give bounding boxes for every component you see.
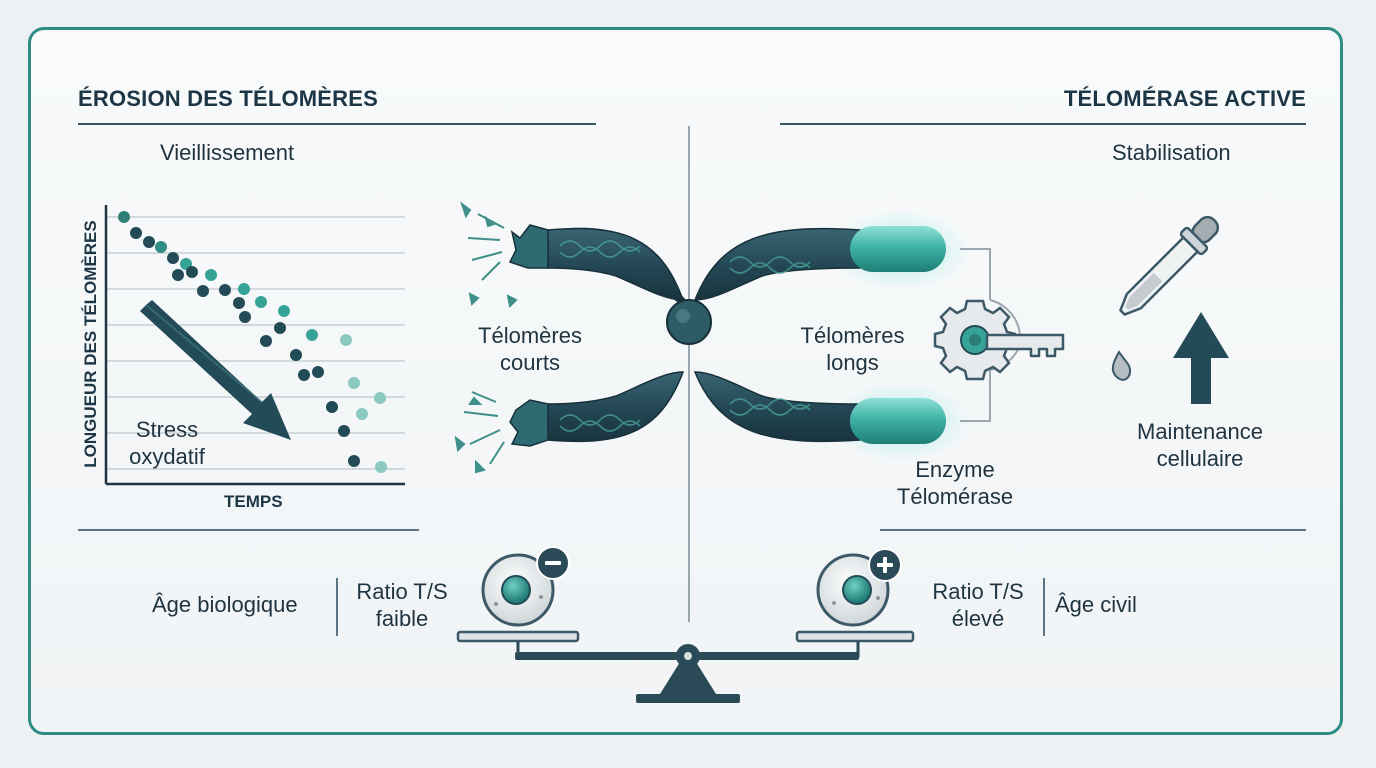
centromere [666,299,712,345]
dropper-icon [1111,215,1220,381]
low-ratio-label: Ratio T/S faible [356,579,448,631]
long-telomeres-label: Télomères longs [800,323,905,375]
up-arrow-icon [1173,312,1229,404]
decline-chart [104,205,405,486]
cell-minus-icon [481,546,570,627]
long-telomere-cap-top [850,226,946,272]
frayed-ends [454,201,549,474]
high-ratio-label: Ratio T/S élevé [932,579,1024,631]
y-axis-label: LONGUEUR DES TÉLOMÈRES [81,220,100,468]
left-lower-rule [78,529,419,531]
right-subheading: Stabilisation [1112,140,1231,165]
left-heading: ÉROSION DES TÉLOMÈRES [78,86,379,111]
left-heading-rule [78,123,596,125]
center-divider [688,126,690,622]
civil-age-label: Âge civil [1055,592,1137,617]
right-heading: TÉLOMÉRASE ACTIVE [1063,86,1306,111]
right-lower-rule [880,529,1306,531]
balance-scale-icon [456,630,915,703]
chart-points [118,211,387,473]
enzyme-label: Enzyme Télomérase [896,457,1014,509]
chromosome [454,201,970,474]
maintenance-label: Maintenance cellulaire [1137,419,1263,471]
long-telomere-cap-bottom [850,398,946,444]
gear-key-icon [933,299,1065,381]
chart-gridlines [107,216,405,470]
x-axis-label: TEMPS [224,492,283,511]
short-telomeres-label: Télomères courts [478,323,582,375]
left-subheading: Vieillissement [160,140,295,165]
frame [28,27,1343,735]
biological-age-label: Âge biologique [152,592,298,617]
stress-annotation: Stress oxydatif [129,417,205,469]
right-heading-rule [780,123,1306,125]
cell-plus-icon [816,548,902,627]
decline-arrow [140,300,291,440]
